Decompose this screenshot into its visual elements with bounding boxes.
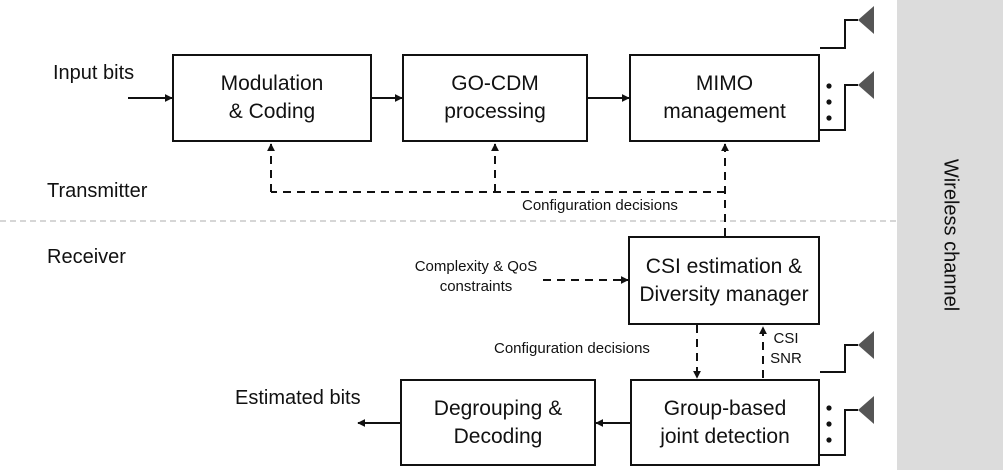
tx-config-decisions-label: Configuration decisions — [522, 197, 678, 214]
block-label-line: CSI estimation & — [645, 254, 803, 278]
block-label-line: processing — [444, 100, 546, 123]
block-label-line: Decoding — [453, 424, 543, 448]
constraints-line: Complexity & QoS — [414, 258, 538, 275]
ellipsis-dot — [826, 437, 832, 443]
antenna-icon — [858, 331, 874, 359]
mimo-management-block: MIMO management — [629, 54, 820, 142]
rx-antenna-array — [820, 331, 874, 456]
ellipsis-dot — [826, 115, 832, 121]
csi-diversity-manager-block: CSI estimation & Diversity manager — [628, 236, 820, 325]
csi-snr-label: CSI SNR — [766, 329, 806, 369]
estimated-bits-label: Estimated bits — [235, 387, 361, 409]
wireless-channel-band — [897, 0, 1003, 470]
ellipsis-dot — [826, 405, 832, 411]
block-label-line: GO-CDM — [451, 72, 539, 95]
ellipsis-dot — [826, 99, 832, 105]
rx-config-decisions-label: Configuration decisions — [494, 340, 650, 357]
feedback-line: SNR — [770, 350, 802, 367]
block-label-line: management — [663, 100, 786, 123]
antenna-icon — [858, 396, 874, 424]
ellipsis-dot — [826, 421, 832, 427]
constraints-line: constraints — [439, 278, 513, 295]
constraints-label: Complexity & QoS constraints — [408, 257, 544, 297]
group-joint-detection-block: Group-based joint detection — [630, 379, 820, 466]
receiver-section-label: Receiver — [47, 246, 126, 268]
antenna-icon — [858, 71, 874, 99]
block-label-line: Degrouping & — [433, 396, 563, 420]
tx-configuration-paths — [267, 143, 729, 236]
gocdm-processing-block: GO-CDM processing — [402, 54, 588, 142]
modulation-coding-block: Modulation & Coding — [172, 54, 372, 142]
ellipsis-dot — [826, 83, 832, 89]
antenna-icon — [858, 6, 874, 34]
block-label-line: Diversity manager — [639, 282, 809, 306]
block-label-line: Group-based — [663, 396, 787, 420]
block-label-line: joint detection — [660, 424, 790, 448]
block-label-line: & Coding — [228, 100, 316, 123]
transmitter-section-label: Transmitter — [47, 180, 148, 202]
tx-antenna-array — [820, 6, 874, 131]
block-label-line: MIMO — [695, 72, 754, 95]
degrouping-decoding-block: Degrouping & Decoding — [400, 379, 596, 466]
input-bits-label: Input bits — [53, 62, 135, 84]
block-label-line: Modulation — [220, 72, 324, 95]
feedback-line: CSI — [773, 330, 799, 347]
